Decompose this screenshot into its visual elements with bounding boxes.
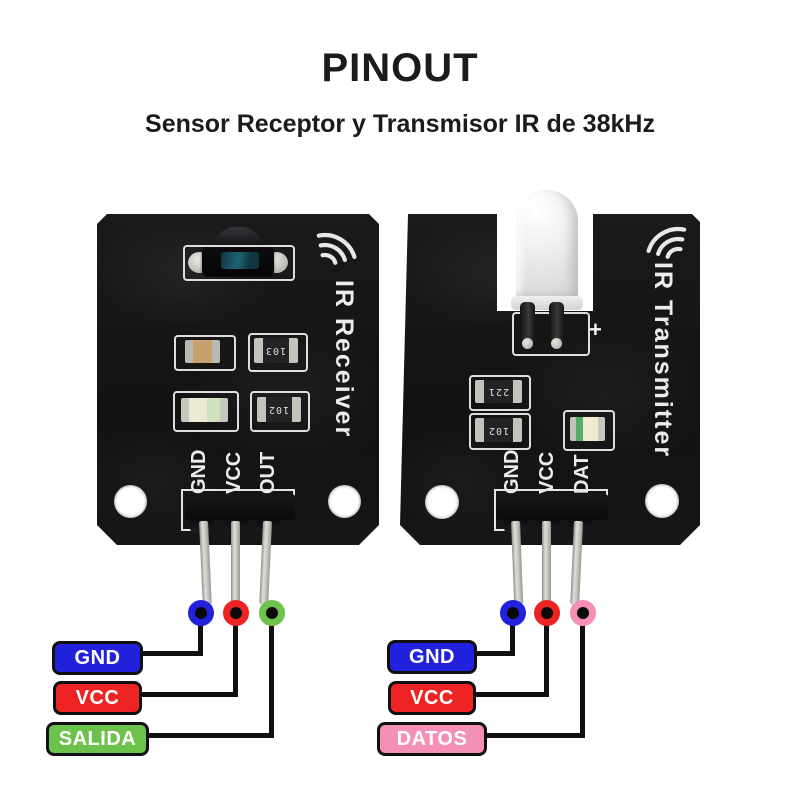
resistor-102-outline	[469, 413, 531, 450]
header-bracket	[183, 489, 295, 491]
receiver-silkscreen-outline	[183, 245, 295, 281]
pin-label-gnd: GND	[501, 449, 523, 494]
ir-receiver-board: IR Receiver 103 102 GND VCC OUT	[97, 214, 379, 545]
smd-resistor-102: 102	[475, 418, 522, 442]
label-vcc: VCC	[53, 681, 142, 715]
mounting-hole-right	[328, 485, 361, 518]
wire-rx-vcc	[136, 692, 238, 697]
wire-tx-datos	[580, 613, 585, 738]
header-bracket	[181, 489, 183, 531]
resistor-221-outline	[469, 375, 531, 411]
ir-led-leg-tip	[522, 338, 533, 349]
ir-led-leg-tip	[551, 338, 562, 349]
transmitter-pin-vcc	[542, 521, 551, 605]
label-salida: SALIDA	[46, 722, 149, 756]
mounting-hole-left	[114, 485, 147, 518]
ir-receiver-window	[221, 252, 259, 269]
smd-resistor-103: 103	[254, 338, 298, 363]
pin-dot-gnd	[188, 600, 214, 626]
resistor-102-outline	[250, 391, 310, 432]
wire-tx-gnd	[510, 613, 515, 656]
board-name-ir-receiver: IR Receiver	[330, 280, 358, 439]
smd-led	[181, 398, 228, 422]
pin-dot-vcc	[534, 600, 560, 626]
resistor-103-outline	[248, 333, 308, 372]
pin-label-dat: DAT	[571, 454, 593, 494]
page-subtitle: Sensor Receptor y Transmisor IR de 38kHz	[145, 110, 655, 138]
pin-label-gnd: GND	[188, 449, 210, 494]
pin-header	[185, 494, 295, 520]
label-datos: DATOS	[377, 722, 487, 756]
wire-rx-gnd	[137, 651, 203, 656]
mounting-hole-right	[645, 484, 679, 518]
wire-rx-salida	[269, 613, 274, 738]
capacitor-outline	[174, 335, 236, 371]
header-bracket	[496, 489, 608, 491]
smd-led-outline	[173, 391, 239, 432]
label-gnd: GND	[52, 641, 143, 675]
pin-label-vcc: VCC	[536, 451, 558, 494]
smd-resistor-102: 102	[257, 397, 301, 422]
pin-dot-salida	[259, 600, 285, 626]
header-bracket	[494, 529, 512, 531]
smd-capacitor	[185, 340, 220, 363]
wire-tx-gnd	[471, 651, 515, 656]
label-gnd: GND	[387, 640, 477, 674]
ir-led-5mm	[516, 190, 578, 300]
ir-led-leg-left	[520, 302, 535, 346]
pin-dot-gnd	[500, 600, 526, 626]
wire-tx-vcc	[544, 613, 549, 697]
header-bracket	[494, 489, 496, 531]
pin-dot-vcc	[223, 600, 249, 626]
wire-rx-gnd	[198, 613, 203, 656]
smd-led-outline	[563, 410, 615, 451]
receiver-pin-vcc	[231, 521, 240, 605]
pin-dot-datos	[570, 600, 596, 626]
wire-tx-vcc	[470, 692, 549, 697]
board-name-ir-transmitter: IR Transmitter	[649, 262, 677, 459]
pin-label-out: OUT	[257, 451, 279, 494]
wire-tx-datos	[481, 733, 585, 738]
label-vcc: VCC	[388, 681, 476, 715]
pin-label-vcc: VCC	[223, 451, 245, 494]
pin-header	[496, 494, 608, 520]
wire-rx-vcc	[233, 613, 238, 697]
mounting-hole-left	[425, 485, 459, 519]
smd-led	[570, 417, 605, 441]
ir-receiver-lens-dome	[214, 227, 262, 248]
smd-resistor-221: 221	[475, 380, 522, 403]
wire-rx-salida	[143, 733, 274, 738]
signal-waves-icon	[646, 227, 687, 259]
signal-waves-icon	[316, 233, 357, 265]
ir-led-leg-right	[549, 302, 564, 346]
page-title: PINOUT	[321, 46, 479, 90]
polarity-plus-mark: +	[589, 317, 602, 342]
